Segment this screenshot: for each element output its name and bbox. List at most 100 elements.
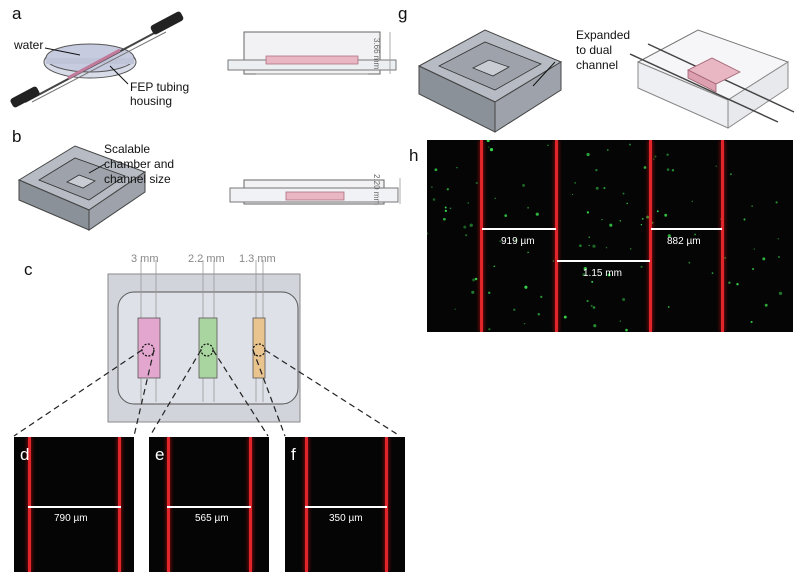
channel-wall [649,140,652,332]
panel-d-micrograph: d 790 µm [14,437,134,572]
channel-width-label-1: 3 mm [131,253,159,265]
channel-wall-right [249,437,252,572]
bead [666,153,669,156]
bead [723,256,727,260]
panel-e-micrograph: e 565 µm [149,437,269,572]
bead [527,251,529,254]
panel-f-micrograph: f 350 µm [285,437,405,572]
bead [605,246,608,249]
bead [778,291,783,296]
bead [595,168,598,172]
bead [488,146,490,148]
bead [640,265,643,269]
bead [694,233,696,236]
bead [622,192,625,195]
measurement-bar [28,506,121,508]
bead [778,256,780,258]
bead [504,214,508,217]
bead [593,324,597,328]
bead [752,268,754,270]
panel-c-top-view [107,260,301,423]
panel-h-measurement-2: 1.15 mm [583,268,622,279]
bead [449,207,452,210]
bead [540,295,543,299]
bead [487,291,491,295]
measurement-bar [167,506,251,508]
bead [601,218,603,221]
fluorescent-beads [427,140,783,332]
bead [431,186,433,188]
bead [588,236,590,238]
channel-wall-right [385,437,388,572]
panel-a-side-view [227,31,397,75]
channel-wall-right [118,437,121,572]
bead [513,308,516,311]
panel-letter-e: e [155,445,165,464]
channel-width-label-2: 2.2 mm [188,253,225,265]
channel-wall-left [167,437,170,572]
bead [640,224,643,226]
bead [691,200,693,203]
bead [471,290,475,294]
panel-h-measurement-1: 919 µm [501,236,535,247]
bead [443,217,446,221]
panel-letter-a: a [12,4,22,23]
bead [488,328,491,331]
bead [467,202,469,204]
bead [456,166,458,169]
bead [590,304,593,307]
bead [475,181,478,185]
bead [688,261,691,264]
bead [595,186,599,190]
bead [463,225,467,229]
bead [653,158,655,160]
panel-letter-d: d [20,445,30,464]
panel-g-annotation-line3: channel [576,58,619,72]
channel-wall [555,140,558,332]
measurement-bar-2 [557,260,650,262]
panel-a-petri-illustration [10,11,184,108]
bead [524,285,528,289]
panel-d-measurement: 790 µm [54,513,88,524]
bead [571,193,574,196]
bead [444,209,448,213]
panel-h-micrograph: 919 µm 1.15 mm 882 µm [427,140,793,332]
bead [465,234,468,237]
bead [775,201,778,204]
bead [489,147,494,152]
bead [629,248,632,250]
bead [646,215,650,219]
bead [454,308,456,310]
bead [753,248,755,250]
panel-g-transparent-view [629,29,795,129]
bead [446,188,449,191]
bead [427,232,429,235]
panel-b-annotation-line3: channel size [104,172,171,186]
bead [591,280,594,283]
bead [547,144,549,146]
bead [592,306,596,309]
bead [493,265,496,268]
panel-e-measurement: 565 µm [195,513,229,524]
bead [434,168,438,172]
panel-b-annotation-line2: chamber and [104,157,175,171]
bead [592,244,596,248]
panel-letter-h: h [409,146,419,165]
fep-tubing-label-line1: FEP tubing [130,80,190,94]
bead [579,244,582,248]
panel-g-annotation-line2: to dual [576,43,613,57]
bead [523,322,526,325]
bead [494,197,496,200]
bead [711,272,714,274]
bead [619,320,621,322]
bead [444,206,447,209]
bead [715,165,718,167]
bead [667,234,671,238]
bead [671,169,675,172]
measurement-bar-1 [482,228,556,230]
bead [654,155,657,158]
panel-f-measurement: 350 µm [329,513,363,524]
fep-tubing-label-line2: housing [130,94,173,108]
channel-wall [480,140,483,332]
bead [607,273,611,277]
